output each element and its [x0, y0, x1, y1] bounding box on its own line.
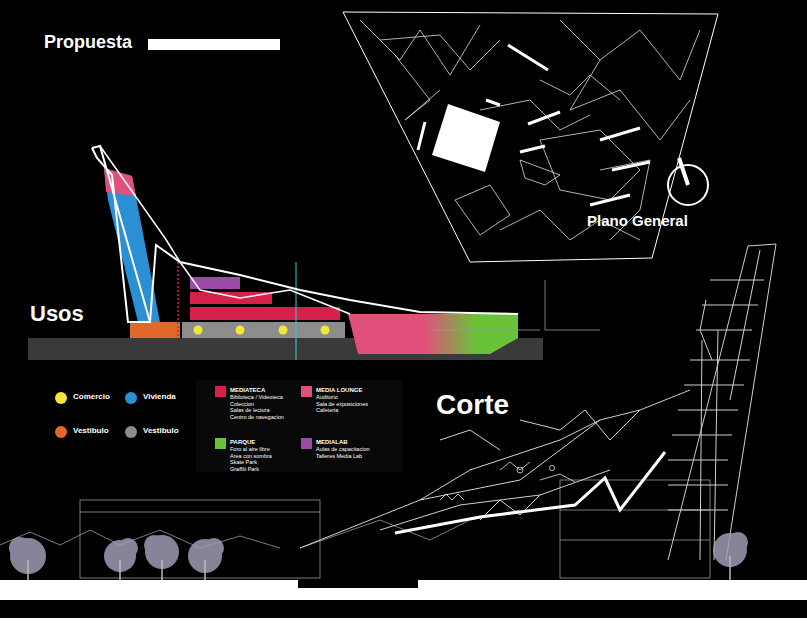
section-heading: Corte	[436, 390, 509, 421]
roof	[300, 390, 690, 548]
legend-detail: Centro de navegacion	[230, 414, 284, 420]
section-drawing	[0, 280, 710, 578]
ground-band	[0, 580, 807, 623]
legend-detail: Area con sombra	[230, 453, 272, 459]
section-heading: Usos	[30, 302, 84, 326]
site-plan	[343, 12, 718, 262]
legend-detail: Coleccion	[230, 401, 254, 407]
site-plan-marks	[418, 45, 650, 205]
legend-text: MEDIATECA	[230, 387, 265, 394]
legend-detail: Sala de exposiciones	[316, 401, 368, 407]
section-details	[440, 462, 575, 500]
legend-swatch	[55, 426, 67, 438]
title-bar	[148, 39, 280, 50]
legend-detail: Salas de lectura	[230, 407, 269, 413]
legend-detail: Cafeteria	[316, 407, 338, 413]
legend-swatch	[301, 386, 312, 397]
legend-detail: Graffiti Park	[230, 466, 259, 472]
legend-panel	[196, 380, 402, 472]
legend-text: Vivienda	[143, 393, 176, 402]
legend-swatch	[215, 386, 226, 397]
foundation	[298, 580, 418, 588]
legend-detail: Auditorio	[316, 394, 338, 400]
tree-trunks	[28, 556, 730, 580]
legend-detail: Skate Park	[230, 459, 257, 465]
tower	[668, 244, 776, 560]
building-footprint	[432, 104, 500, 172]
legend-swatch	[55, 392, 67, 404]
legend-text: PARQUE	[230, 439, 255, 446]
legend-swatch	[301, 438, 312, 449]
legend-text: Vestibulo	[143, 427, 179, 436]
title: Propuesta	[44, 33, 132, 53]
legend-text: MEDIALAB	[316, 439, 348, 446]
legend-detail: Biblioteca / Videoteca	[230, 394, 283, 400]
north-compass	[668, 158, 708, 205]
legend-detail: Aulas de capacitacion	[316, 446, 370, 452]
legend-swatch	[215, 438, 226, 449]
legend-text: Vestibulo	[73, 427, 109, 436]
legend-swatch	[125, 392, 137, 404]
legend-text: MEDIA LOUNGE	[316, 387, 362, 394]
uses-section	[28, 146, 543, 360]
section-heading: Plano General	[587, 213, 688, 230]
legend-text: Comercio	[73, 393, 110, 402]
legend-detail: Foro al aire libre	[230, 446, 270, 452]
roof-line	[395, 452, 665, 533]
legend-swatch	[125, 426, 137, 438]
legend-detail: Talleres Media Lab	[316, 453, 362, 459]
bottom-bar	[0, 600, 807, 618]
